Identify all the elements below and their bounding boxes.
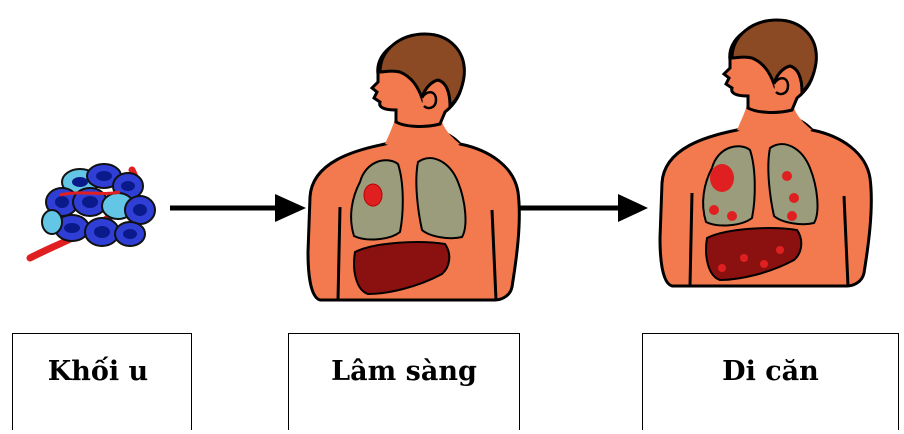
stage-label: Lâm sàng [289, 356, 519, 387]
arrow-right-icon [520, 194, 648, 222]
stage-label: Khối u [5, 356, 191, 387]
tumor-cell-cluster-icon [30, 164, 155, 258]
label-box-metastasis: Di căn [642, 333, 899, 430]
arrow-right-icon [170, 194, 306, 222]
human-torso-clinical-icon [308, 34, 519, 300]
label-box-tumor: Khối u [12, 333, 192, 430]
human-torso-metastasis-icon [660, 20, 871, 286]
label-box-clinical: Lâm sàng [288, 333, 520, 430]
stage-label: Di căn [643, 356, 898, 387]
